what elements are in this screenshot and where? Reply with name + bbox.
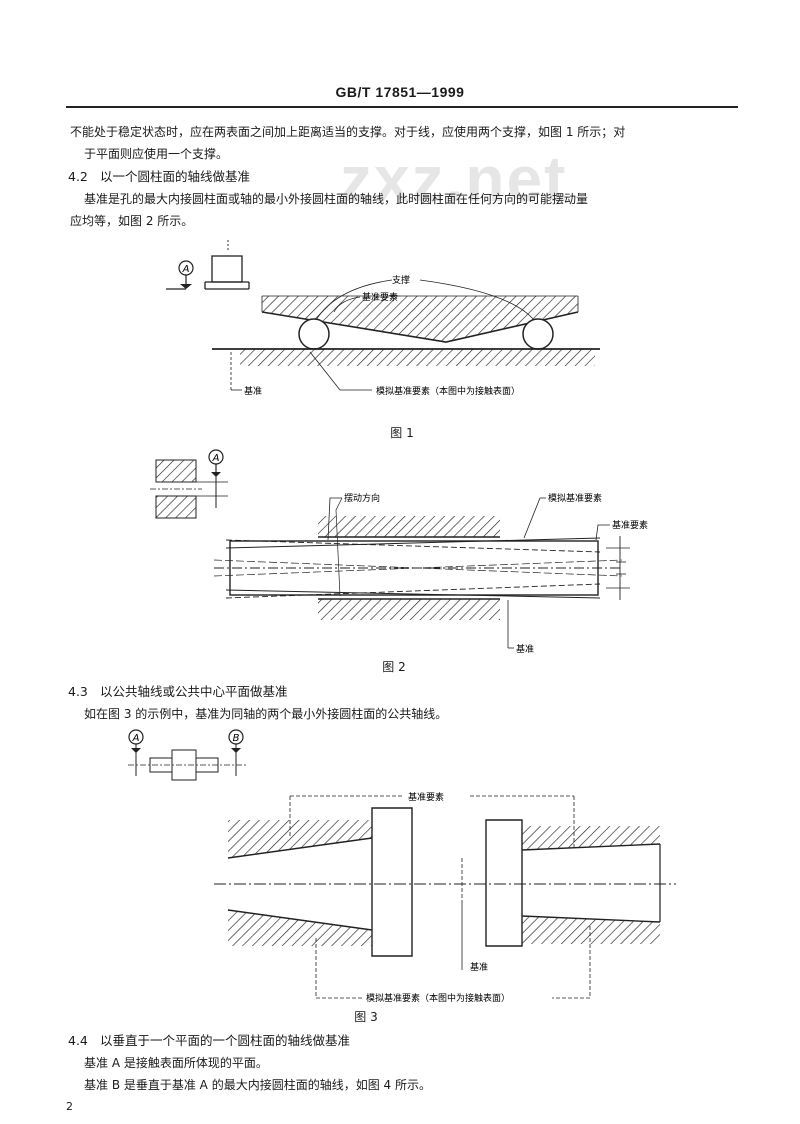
- label-datum: 基准: [244, 385, 262, 397]
- label-datum-feature: 基准要素: [408, 791, 444, 803]
- label-simulated-datum-feature: 模拟基准要素（本图中为接触表面）: [366, 992, 510, 1004]
- header-rule: [66, 106, 738, 108]
- section-title: 以一个圆柱面的轴线做基准: [100, 169, 251, 184]
- inset-hole-sketch: A: [150, 449, 228, 519]
- datum-symbol-a: A: [166, 260, 194, 290]
- section-title: 以垂直于一个平面的一个圆柱面的轴线做基准: [100, 1033, 351, 1048]
- section-4-4-para-1: 基准 A 是接触表面所体现的平面。: [84, 1056, 268, 1070]
- figure-1-caption: 图 1: [390, 426, 414, 440]
- label-datum: 基准: [516, 643, 534, 655]
- section-4-3-para-1: 如在图 3 的示例中，基准为同轴的两个最小外接圆柱面的公共轴线。: [84, 707, 448, 721]
- section-4-2-para-2: 应均等，如图 2 所示。: [70, 214, 194, 228]
- figure-3: A B 基准要素 基准: [128, 729, 676, 1004]
- flatness-symbol: [204, 255, 250, 290]
- intro-line-1: 不能处于稳定状态时，应在两表面之间加上距离适当的支撑。对于线，应使用两个支撑，如…: [70, 125, 626, 139]
- figure-1: A 支撑 基准要素 基准 模拟基准要: [166, 240, 600, 397]
- label-support: 支撑: [392, 274, 410, 286]
- section-4-2-para-1: 基准是孔的最大内接圆柱面或轴的最小外接圆柱面的轴线，此时圆柱面在任何方向的可能摆…: [84, 192, 589, 206]
- page-header: GB/T 17851—1999: [0, 84, 800, 100]
- figure-3-caption: 图 3: [354, 1010, 378, 1024]
- figure-2: A 摆动方向 模拟基准要素 基准要素 基: [150, 449, 648, 655]
- label-direction: 摆动方向: [344, 492, 380, 504]
- section-4-2-heading: 4.2 以一个圆柱面的轴线做基准: [68, 166, 250, 188]
- label-simulated-datum-feature: 模拟基准要素: [548, 492, 602, 504]
- support-right: [522, 318, 554, 350]
- label-datum: 基准: [470, 961, 488, 973]
- section-number: 4.3: [68, 684, 88, 699]
- label-datum-feature: 基准要素: [362, 291, 398, 303]
- section-4-4-para-2: 基准 B 是垂直于基准 A 的最大内接圆柱面的轴线，如图 4 所示。: [84, 1078, 431, 1092]
- section-4-4-heading: 4.4 以垂直于一个平面的一个圆柱面的轴线做基准: [68, 1030, 350, 1052]
- section-4-3-heading: 4.3 以公共轴线或公共中心平面做基准: [68, 681, 288, 703]
- section-number: 4.2: [68, 169, 88, 184]
- label-simulated-datum-feature: 模拟基准要素（本图中为接触表面）: [376, 385, 520, 397]
- datum-letter-b: B: [233, 733, 240, 744]
- datum-letter: A: [212, 453, 220, 464]
- label-datum-feature: 基准要素: [612, 519, 648, 531]
- datum-letter: A: [182, 264, 190, 275]
- section-title: 以公共轴线或公共中心平面做基准: [100, 684, 288, 699]
- datum-letter-a: A: [132, 733, 140, 744]
- inset-shaft-sketch: A B: [128, 729, 248, 781]
- section-number: 4.4: [68, 1033, 88, 1048]
- page-number: 2: [66, 1100, 73, 1113]
- watermark: zxz.net: [340, 143, 568, 215]
- standard-number: GB/T 17851—1999: [335, 84, 465, 100]
- support-left: [298, 318, 330, 350]
- figure-2-caption: 图 2: [382, 660, 406, 674]
- intro-line-2: 于平面则应使用一个支撑。: [84, 147, 229, 161]
